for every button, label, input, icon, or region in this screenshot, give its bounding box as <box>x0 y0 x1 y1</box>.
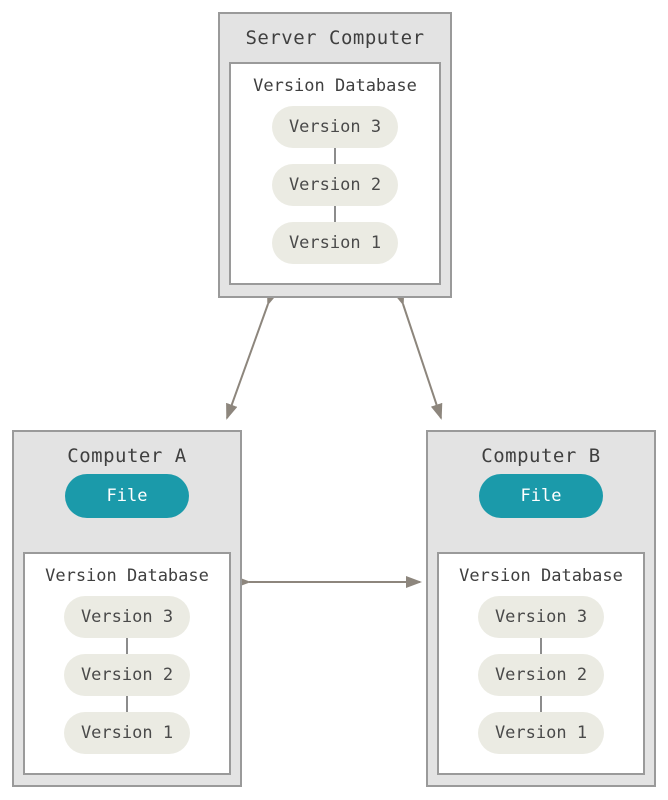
computer-b-title: Computer B <box>481 445 601 467</box>
server-computer-box: Server Computer Version Database Version… <box>218 12 452 298</box>
computer-b-version-database-panel: Version Database Version 3 Version 2 Ver… <box>437 552 645 775</box>
file-pill: File <box>65 474 189 518</box>
version-pill: Version 1 <box>64 712 190 754</box>
arrow-server-to-computer-a <box>226 288 279 420</box>
version-connector-line <box>540 638 542 654</box>
version-pill: Version 2 <box>64 654 190 696</box>
computer-a-box: Computer A File Version Database Version… <box>12 430 242 787</box>
version-database-title: Version Database <box>459 566 623 586</box>
version-database-title: Version Database <box>45 566 209 586</box>
version-pill: Version 2 <box>478 654 604 696</box>
version-pill: Version 3 <box>478 596 604 638</box>
server-version-database-panel: Version Database Version 3 Version 2 Ver… <box>229 62 441 285</box>
version-pill: Version 1 <box>478 712 604 754</box>
version-connector-line <box>126 696 128 712</box>
version-connector-line <box>126 638 128 654</box>
version-pill: Version 2 <box>272 164 398 206</box>
version-connector-line <box>334 206 336 222</box>
version-database-title: Version Database <box>253 76 417 96</box>
version-connector-line <box>540 696 542 712</box>
computer-a-version-database-panel: Version Database Version 3 Version 2 Ver… <box>23 552 231 775</box>
computer-b-box: Computer B File Version Database Version… <box>426 430 656 787</box>
version-pill: Version 1 <box>272 222 398 264</box>
file-pill: File <box>479 474 603 518</box>
version-pill: Version 3 <box>64 596 190 638</box>
version-pill: Version 3 <box>272 106 398 148</box>
version-connector-line <box>334 148 336 164</box>
server-computer-title: Server Computer <box>245 27 425 49</box>
arrow-server-to-computer-b <box>392 288 443 420</box>
computer-a-title: Computer A <box>67 445 187 467</box>
